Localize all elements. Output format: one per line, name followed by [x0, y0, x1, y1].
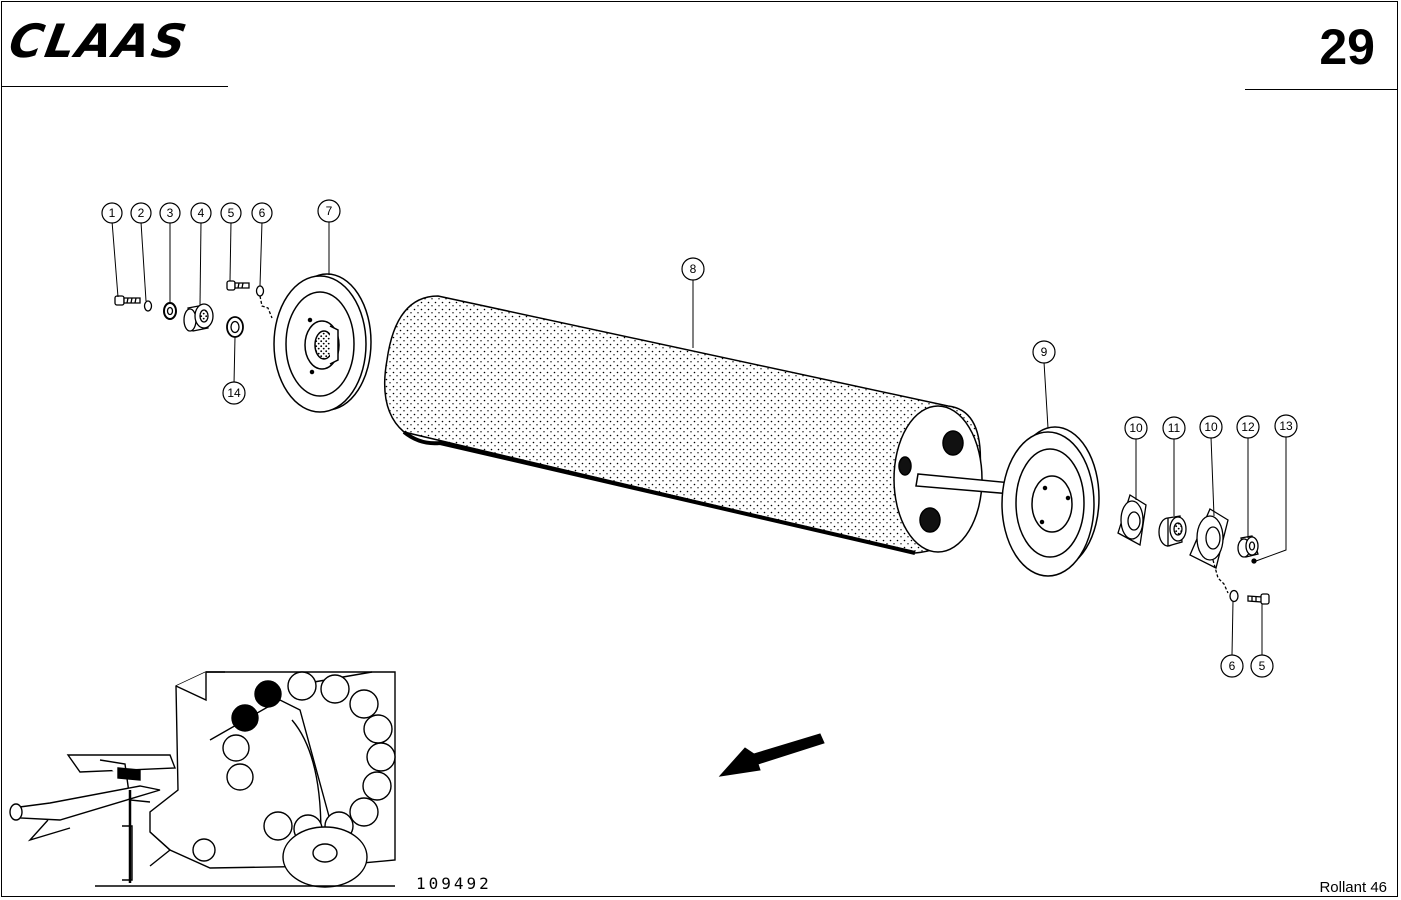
callout-circle-8 [681, 257, 705, 281]
flange-part-10-a [1117, 494, 1147, 547]
baler-overview-thumbnail [9, 671, 396, 888]
callout-circle-7 [317, 199, 341, 223]
page-number: 29 [1319, 19, 1375, 75]
end-disc-part-7 [273, 273, 372, 413]
callout-circle-10a [1124, 416, 1148, 440]
bearing-part-11 [1158, 515, 1187, 547]
callout-circle-11 [1162, 416, 1186, 440]
right-hardware [1117, 494, 1270, 605]
callout-circle-10b [1199, 415, 1223, 439]
washer-part-6-left [255, 285, 265, 297]
callout-label-4: 4 [198, 206, 205, 220]
callout-circle-4 [190, 202, 212, 224]
washer-part-6-right [1229, 589, 1239, 603]
bolt-part-1 [114, 295, 141, 306]
callout-label-2: 2 [138, 206, 145, 220]
roller-part-8 [384, 295, 1017, 555]
callout-circle-14 [222, 381, 246, 405]
callout-circle-5a [220, 202, 242, 224]
bearing-part-4 [183, 303, 214, 332]
callout-label-6b: 6 [1229, 659, 1236, 673]
callout-label-7: 7 [326, 204, 333, 218]
callout-label-11: 11 [1168, 421, 1181, 435]
callout-circle-5b [1250, 654, 1274, 678]
callout-label-13: 13 [1279, 419, 1293, 433]
left-hardware [114, 280, 273, 338]
callout-circle-13 [1274, 414, 1298, 438]
callout-circle-12 [1236, 415, 1260, 439]
callout-label-8: 8 [690, 262, 697, 276]
drawing-number: 109492 [416, 874, 492, 893]
flange-part-10-b [1189, 508, 1229, 569]
model-name: Rollant 46 [1319, 879, 1387, 896]
callout-circle-9 [1032, 340, 1056, 364]
header-rule-right [1245, 89, 1398, 90]
header-rule-left [2, 86, 228, 87]
callout-circle-1 [101, 202, 123, 224]
callout-label-6a: 6 [259, 206, 266, 220]
grease-nipple-part-13 [1251, 558, 1257, 564]
callout-label-10a: 10 [1129, 421, 1143, 435]
bolt-part-5-left [226, 280, 250, 291]
callout-label-10b: 10 [1204, 420, 1218, 434]
callout-labels: 1 2 3 4 5 6 7 14 8 9 10 11 10 12 13 6 5 [109, 204, 1293, 673]
callout-label-9: 9 [1041, 345, 1048, 359]
callout-label-12: 12 [1241, 420, 1255, 434]
washer-part-2 [143, 300, 153, 312]
ring-part-14 [226, 316, 244, 338]
callout-label-5b: 5 [1259, 659, 1266, 673]
callout-circle-6b [1220, 654, 1244, 678]
callout-label-5a: 5 [228, 206, 235, 220]
callout-circle-2 [130, 202, 152, 224]
callout-circle-3 [159, 202, 181, 224]
callout-circle-6a [251, 202, 273, 224]
leader-lines [111, 220, 1287, 656]
callout-label-3: 3 [167, 206, 174, 220]
direction-arrow [718, 733, 825, 777]
callout-markers [101, 199, 1298, 678]
callout-label-1: 1 [109, 206, 116, 220]
bolt-part-5-right [1247, 593, 1270, 605]
end-disc-part-9 [1001, 426, 1100, 577]
nut-part-12 [1237, 535, 1259, 558]
nut-part-3 [163, 302, 177, 320]
callout-label-14: 14 [227, 386, 241, 400]
